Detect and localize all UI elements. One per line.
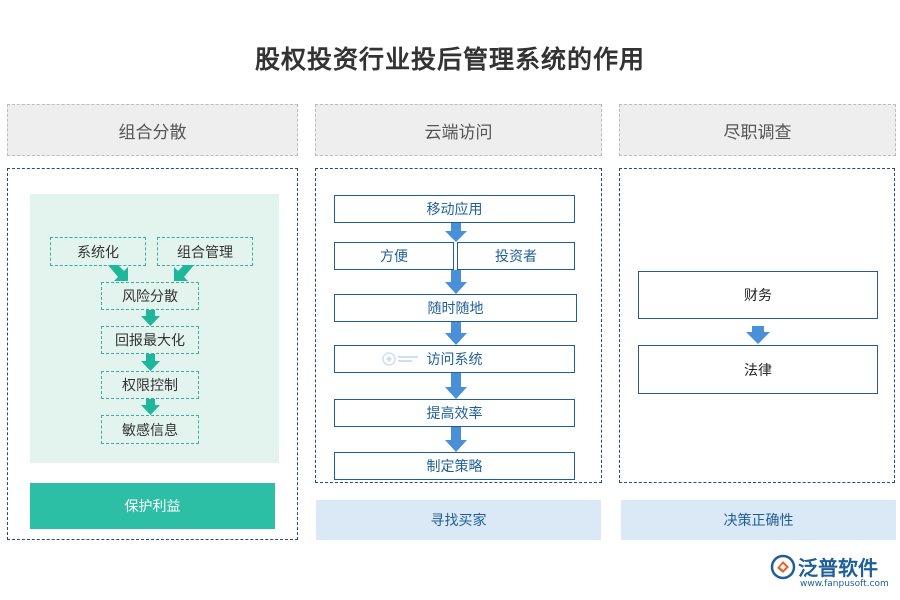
- node-access-control: 权限控制: [101, 371, 199, 399]
- brand-mark-icon: [770, 554, 796, 580]
- column-panel-due-diligence: [619, 168, 895, 483]
- column-header-due-diligence: 尽职调查: [619, 104, 896, 156]
- node-systematization: 系统化: [50, 237, 146, 266]
- node-investors: 投资者: [457, 242, 575, 270]
- watermark-logo-icon: [382, 352, 418, 366]
- node-mobile-app: 移动应用: [334, 195, 575, 223]
- node-improve-efficiency: 提高效率: [334, 399, 575, 427]
- column-header-portfolio: 组合分散: [7, 104, 298, 156]
- node-portfolio-management: 组合管理: [157, 237, 253, 266]
- node-anytime-anywhere: 随时随地: [334, 294, 577, 322]
- node-make-strategy: 制定策略: [334, 452, 575, 480]
- node-return-maximization: 回报最大化: [101, 326, 199, 354]
- page-title: 股权投资行业投后管理系统的作用: [254, 45, 645, 74]
- bottom-decision-correctness: 决策正确性: [621, 500, 896, 540]
- bottom-find-buyers: 寻找买家: [316, 500, 601, 540]
- brand-logo: 泛普软件 www.fanpusoft.com: [770, 552, 895, 596]
- column-header-cloud: 云端访问: [315, 104, 602, 156]
- column-panel-cloud: [315, 168, 602, 483]
- bottom-protect-interests: 保护利益: [30, 483, 275, 529]
- node-legal: 法律: [638, 345, 878, 394]
- node-sensitive-info: 敏感信息: [101, 415, 199, 444]
- node-convenience: 方便: [334, 242, 454, 270]
- node-risk-diversification: 风险分散: [101, 282, 199, 310]
- node-access-system: 访问系统: [334, 345, 575, 373]
- brand-url: www.fanpusoft.com: [800, 579, 889, 589]
- column-panel-portfolio: [7, 168, 298, 540]
- node-finance: 财务: [638, 271, 878, 319]
- brand-name: 泛普软件: [798, 556, 878, 580]
